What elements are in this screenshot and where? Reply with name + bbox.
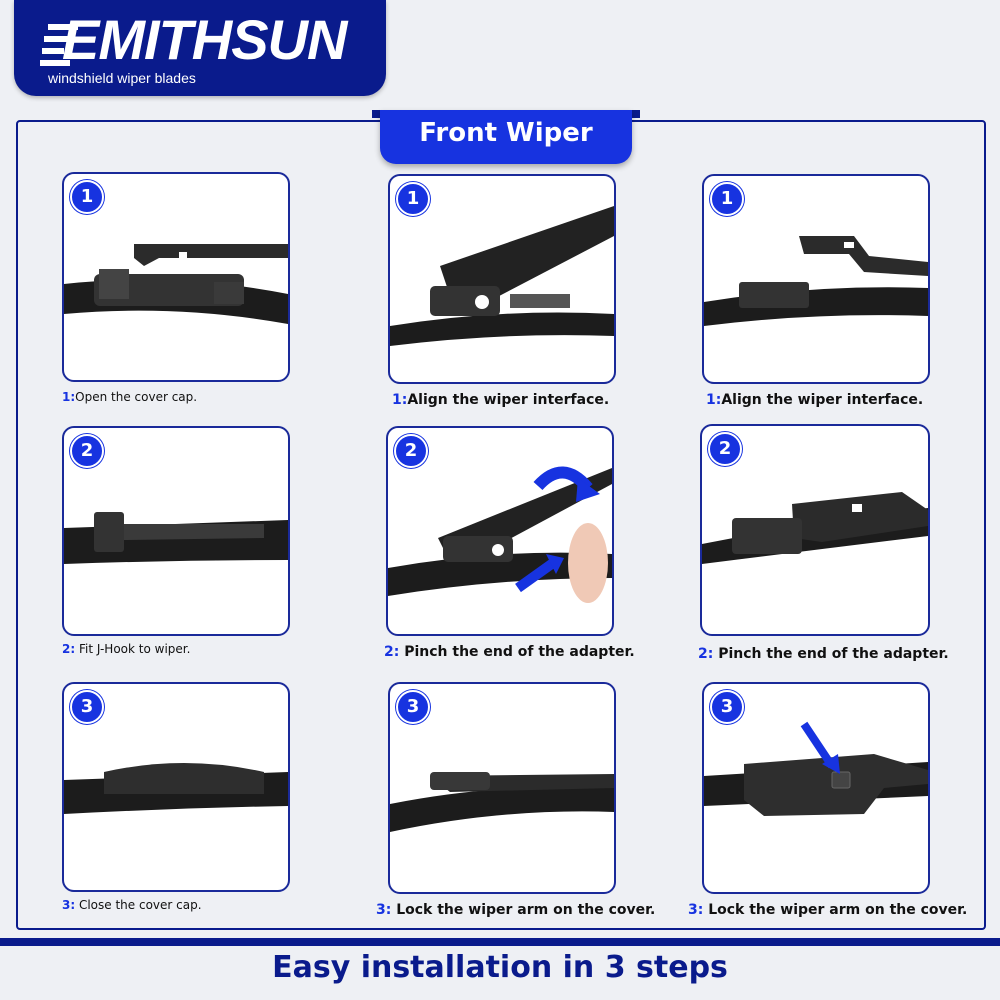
step-badge: 3: [396, 690, 430, 724]
step-card-3-lock-arm: 3: [388, 682, 616, 894]
step-caption: 1:Open the cover cap.: [62, 390, 198, 404]
pinch-adapter-illustration: [388, 466, 612, 603]
step-card-2-pinch-adapter-alt: 2: [700, 424, 930, 636]
step-caption: 3: Lock the wiper arm on the cover.: [376, 902, 656, 918]
step-card-1-align-interface-alt: 1: [702, 174, 930, 384]
step-caption: 1:Align the wiper interface.: [392, 392, 610, 408]
brand-tagline: windshield wiper blades: [48, 70, 196, 86]
step-caption: 2: Fit J-Hook to wiper.: [62, 642, 191, 656]
step-card-2-pinch-adapter: 2: [386, 426, 614, 636]
step-badge: 2: [70, 434, 104, 468]
section-title: Front Wiper: [419, 118, 593, 148]
step-badge: 3: [710, 690, 744, 724]
step-caption: 1:Align the wiper interface.: [706, 392, 924, 408]
step-card-1-align-interface: 1: [388, 174, 616, 384]
step-badge: 2: [394, 434, 428, 468]
brand-banner: EMITHSUN windshield wiper blades: [14, 0, 386, 96]
wiper-adapter-illustration: [704, 236, 928, 326]
brand-name: EMITHSUN: [62, 8, 347, 71]
section-title-tab: Front Wiper: [380, 110, 632, 164]
step-badge: 3: [70, 690, 104, 724]
j-hook-illustration: [64, 512, 288, 564]
step-card-1-open-cover: 1: [62, 172, 290, 382]
step-card-3-close-cover: 3: [62, 682, 290, 892]
step-caption: 2: Pinch the end of the adapter.: [698, 646, 949, 662]
step-caption: 3: Close the cover cap.: [62, 898, 202, 912]
footer-tagline: Easy installation in 3 steps: [272, 950, 728, 985]
cover-closed-illustration: [64, 763, 288, 814]
step-badge: 1: [70, 180, 104, 214]
step-caption: 3: Lock the wiper arm on the cover.: [688, 902, 968, 918]
step-card-3-lock-arm-alt: 3: [702, 682, 930, 894]
brand-logo-stripes-icon: [40, 24, 78, 66]
locked-arm-illustration: [390, 772, 614, 832]
step-badge: 2: [708, 432, 742, 466]
adapter-closed-illustration: [702, 492, 928, 564]
locked-adapter-illustration: [704, 721, 928, 816]
step-badge: 1: [396, 182, 430, 216]
wiper-arm-illustration: [390, 206, 614, 346]
wiper-blade-illustration: [64, 244, 288, 324]
step-caption: 2: Pinch the end of the adapter.: [384, 644, 635, 660]
step-card-2-fit-j-hook: 2: [62, 426, 290, 636]
footer-divider: [0, 938, 1000, 946]
step-badge: 1: [710, 182, 744, 216]
